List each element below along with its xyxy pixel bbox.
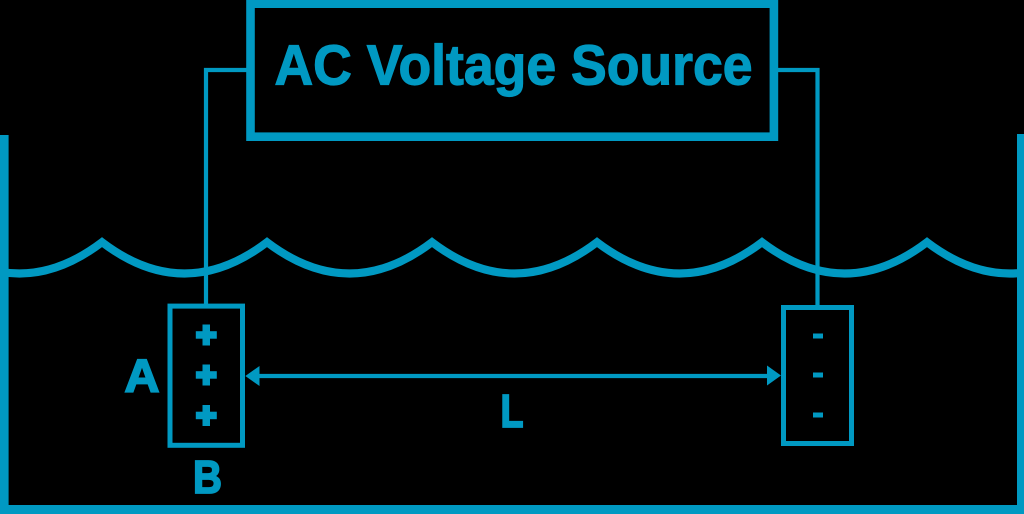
svg-text:A: A	[125, 350, 160, 402]
svg-text:L: L	[501, 385, 524, 437]
svg-text:AC Voltage Source: AC Voltage Source	[275, 34, 753, 98]
svg-text:B: B	[193, 451, 222, 503]
